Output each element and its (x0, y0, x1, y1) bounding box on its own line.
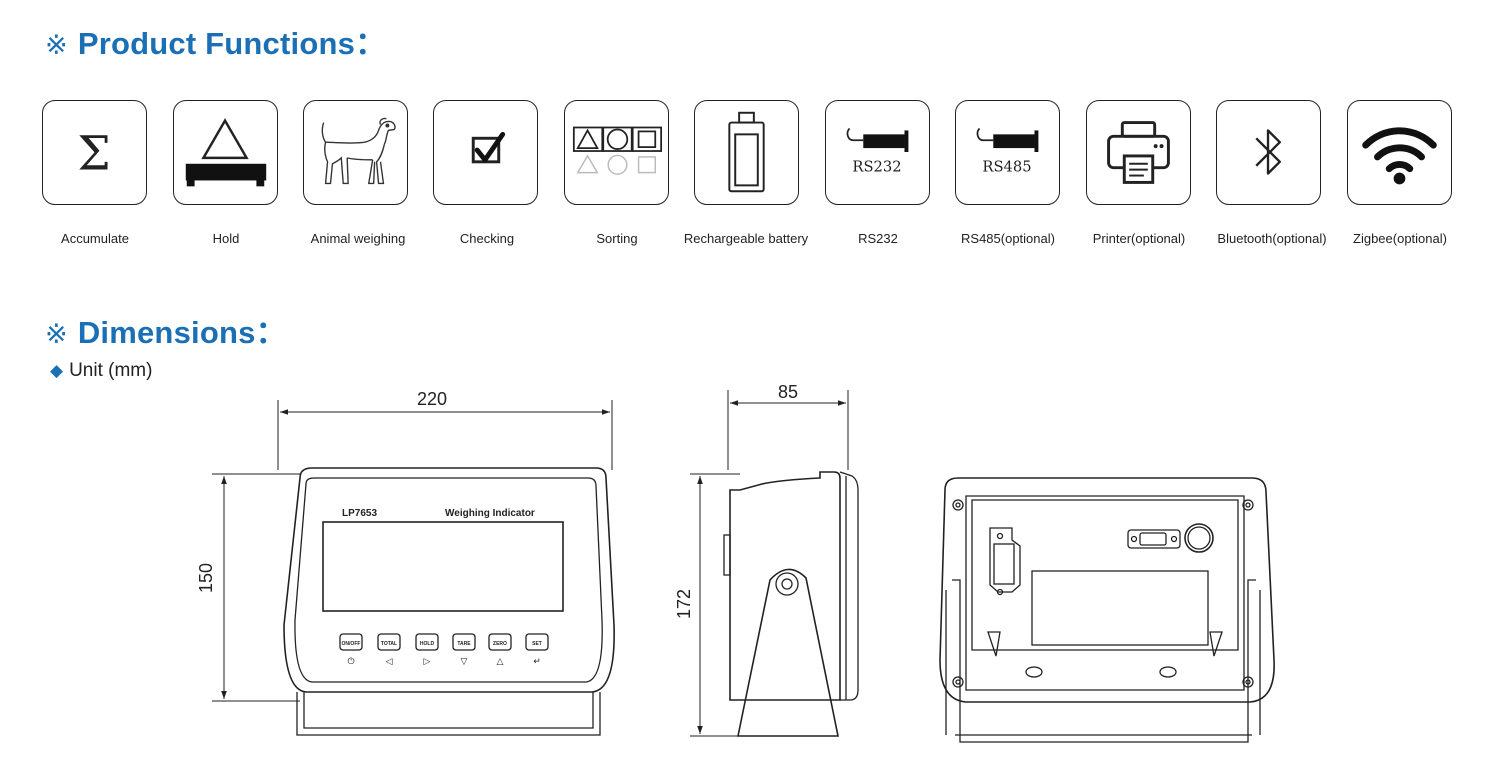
function-label: Accumulate (61, 231, 129, 246)
front-height-value: 150 (196, 563, 216, 593)
power-icon: ⏻ (347, 656, 354, 667)
sigma-icon: Σ (42, 100, 147, 205)
left-arrow-icon: ◁ (386, 657, 393, 667)
function-label: Animal weighing (310, 231, 406, 246)
function-label: Checking (459, 231, 515, 246)
rs232-cable-icon: RS232 (825, 100, 930, 205)
front-view (212, 400, 615, 736)
function-label: Printer(optional) (1092, 231, 1186, 246)
total-key: TOTAL (381, 641, 397, 647)
right-arrow-icon: ▷ (424, 657, 431, 667)
function-label: Hold (212, 231, 240, 246)
dimensions-heading: ※Dimensions： (45, 315, 287, 350)
front-button-labels: ON/OFF TOTAL HOLD TARE ZERO SET ⏻ ◁ ▷ ▽ … (342, 641, 542, 667)
function-label: Rechargeable battery (683, 231, 809, 246)
wifi-icon (1347, 100, 1452, 205)
rs485-cable-icon: RS485 (955, 100, 1060, 205)
rear-view (939, 477, 1275, 743)
front-width-value: 220 (417, 389, 447, 409)
onoff-key: ON/OFF (342, 641, 361, 647)
function-label: RS232 (858, 231, 898, 246)
zero-key: ZERO (493, 641, 507, 647)
function-label: Zigbee(optional) (1353, 231, 1447, 246)
product-name-label: Weighing Indicator (445, 508, 535, 519)
dog-icon (303, 100, 408, 205)
side-height-value: 172 (674, 589, 694, 619)
side-view (690, 390, 859, 737)
product-functions-heading: ※Product Functions： (45, 26, 387, 61)
hold-platform-icon (173, 100, 278, 205)
shapes-sorting-icon (564, 100, 669, 205)
side-depth-value: 85 (778, 382, 798, 402)
svg-text:Σ: Σ (77, 127, 110, 182)
checkbox-icon (433, 100, 538, 205)
down-arrow-icon: ▽ (461, 657, 468, 667)
reference-mark: ※ (45, 319, 68, 349)
enter-icon: ↵ (533, 657, 541, 667)
rs485-plug-text: RS485 (982, 159, 1031, 176)
tare-key: TARE (457, 641, 471, 647)
dimension-drawings: 220 150 LP7653 Weighing Indicator ON/OFF… (196, 382, 1275, 743)
function-label: Bluetooth(optional) (1217, 231, 1327, 246)
set-key: SET (532, 641, 542, 647)
unit-note: ◆Unit (mm) (50, 360, 153, 381)
function-label: RS485(optional) (961, 231, 1055, 246)
rs232-plug-text: RS232 (852, 159, 901, 176)
printer-icon (1086, 100, 1191, 205)
function-label: Sorting (596, 231, 638, 246)
bluetooth-icon (1216, 100, 1321, 205)
diamond-bullet-icon: ◆ (50, 361, 64, 380)
hold-key: HOLD (420, 641, 435, 647)
reference-mark: ※ (45, 30, 68, 60)
up-arrow-icon: △ (497, 657, 504, 667)
model-label: LP7653 (342, 508, 377, 519)
battery-icon (694, 100, 799, 205)
